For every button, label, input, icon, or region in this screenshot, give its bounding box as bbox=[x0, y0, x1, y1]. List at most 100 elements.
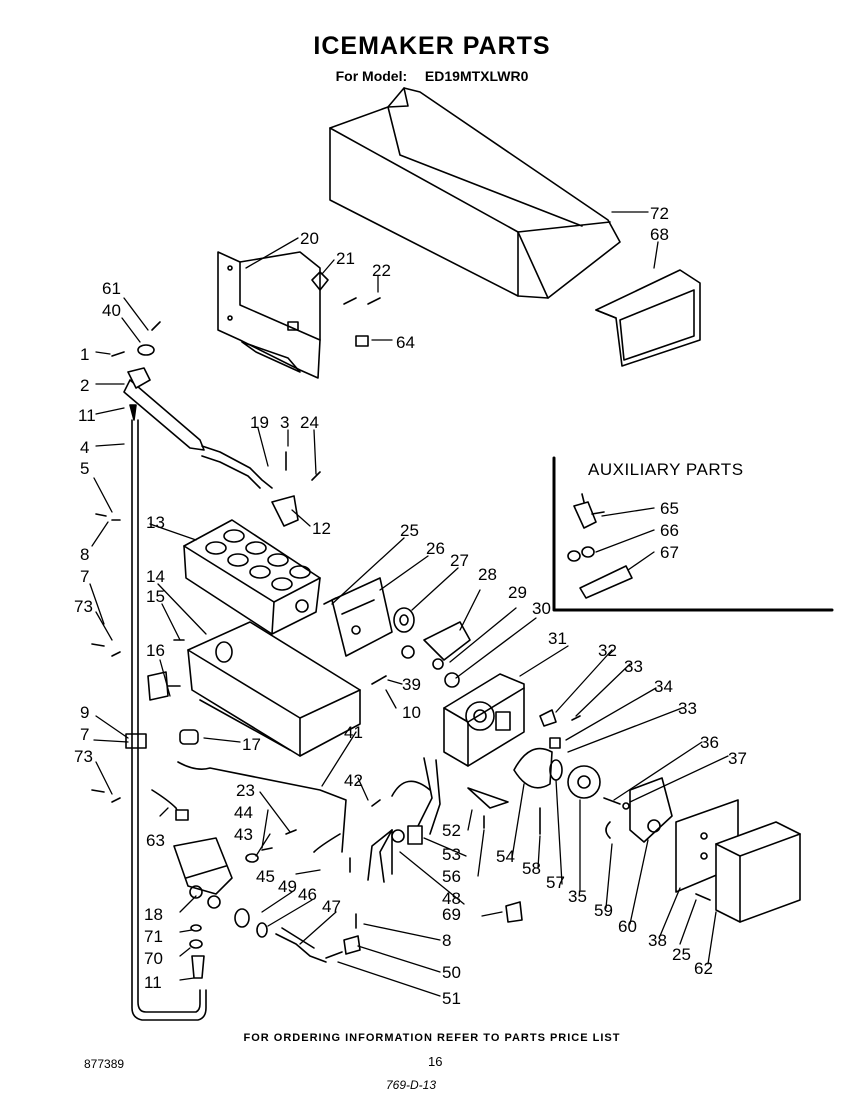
callout-46: 46 bbox=[298, 885, 317, 904]
callout-67: 67 bbox=[660, 543, 679, 562]
handwritten-stamp: 769-D-13 bbox=[386, 1078, 437, 1092]
callout-12: 12 bbox=[312, 519, 331, 538]
callout-33a: 33 bbox=[624, 657, 643, 676]
callout-14: 14 bbox=[146, 567, 165, 586]
callout-11b: 11 bbox=[144, 973, 162, 992]
callout-47: 47 bbox=[322, 897, 341, 916]
callout-57: 57 bbox=[546, 873, 565, 892]
page-number: 16 bbox=[428, 1054, 443, 1069]
callout-69: 69 bbox=[442, 905, 461, 924]
callout-62: 62 bbox=[694, 959, 713, 978]
document-number: 877389 bbox=[84, 1057, 125, 1071]
callout-51: 51 bbox=[442, 989, 461, 1008]
callout-50: 50 bbox=[442, 963, 461, 982]
callout-19: 19 bbox=[250, 413, 269, 432]
callout-52: 52 bbox=[442, 821, 461, 840]
callout-8b: 8 bbox=[442, 931, 451, 950]
callout-45: 45 bbox=[256, 867, 275, 886]
callout-10: 10 bbox=[402, 703, 421, 722]
callout-29: 29 bbox=[508, 583, 527, 602]
callout-58: 58 bbox=[522, 859, 541, 878]
callout-73b: 73 bbox=[74, 747, 93, 766]
callout-54: 54 bbox=[496, 847, 515, 866]
callout-28: 28 bbox=[478, 565, 497, 584]
callout-40: 40 bbox=[102, 301, 121, 320]
model-number: ED19MTXLWR0 bbox=[424, 68, 529, 84]
auxiliary-parts-box bbox=[552, 456, 834, 612]
callout-63: 63 bbox=[146, 831, 165, 850]
callout-53: 53 bbox=[442, 845, 461, 864]
wiring-drawing bbox=[177, 757, 541, 883]
valve-drawing bbox=[91, 513, 523, 979]
model-line: For Model: ED19MTXLWR0 bbox=[0, 68, 864, 84]
callout-66: 66 bbox=[660, 521, 679, 540]
fill-tube-drawing bbox=[111, 321, 321, 1021]
page-title: ICEMAKER PARTS bbox=[313, 32, 551, 60]
callout-15: 15 bbox=[146, 587, 165, 606]
callout-26: 26 bbox=[426, 539, 445, 558]
callout-72: 72 bbox=[650, 204, 669, 223]
callout-27: 27 bbox=[450, 551, 469, 570]
callout-33b: 33 bbox=[678, 699, 697, 718]
housing-drawing bbox=[125, 621, 361, 757]
cover-drawing bbox=[323, 577, 471, 688]
callout-24: 24 bbox=[300, 413, 319, 432]
callout-59: 59 bbox=[594, 901, 613, 920]
callout-25b: 25 bbox=[672, 945, 691, 964]
callout-18: 18 bbox=[144, 905, 163, 924]
callout-68: 68 bbox=[650, 225, 669, 244]
callout-49: 49 bbox=[278, 877, 297, 896]
callout-leaders bbox=[89, 211, 729, 997]
callout-20: 20 bbox=[300, 229, 319, 248]
callout-42: 42 bbox=[344, 771, 363, 790]
callout-48: 48 bbox=[442, 889, 461, 908]
callout-64: 64 bbox=[396, 333, 415, 352]
motor-housing-drawing bbox=[443, 673, 801, 923]
callout-1: 1 bbox=[80, 345, 89, 364]
callout-39: 39 bbox=[402, 675, 421, 694]
callout-22: 22 bbox=[372, 261, 391, 280]
callout-23: 23 bbox=[236, 781, 255, 800]
callout-8: 8 bbox=[80, 545, 89, 564]
callout-73: 73 bbox=[74, 597, 93, 616]
callout-labels: 72 68 20 21 22 64 61 40 1 2 11 4 5 8 7 7… bbox=[74, 204, 747, 1008]
callout-5: 5 bbox=[80, 459, 89, 478]
callout-44: 44 bbox=[234, 803, 253, 822]
callout-9: 9 bbox=[80, 703, 89, 722]
callout-7b: 7 bbox=[80, 725, 89, 744]
ice-bin-drawing bbox=[329, 87, 621, 299]
ordering-info: FOR ORDERING INFORMATION REFER TO PARTS … bbox=[243, 1032, 621, 1044]
bin-front-drawing bbox=[595, 269, 701, 367]
callout-11: 11 bbox=[78, 406, 96, 425]
callout-30: 30 bbox=[532, 599, 551, 618]
callout-71: 71 bbox=[144, 927, 163, 946]
callout-41: 41 bbox=[344, 723, 363, 742]
callout-16: 16 bbox=[146, 641, 165, 660]
bracket-drawing bbox=[217, 251, 381, 379]
callout-3: 3 bbox=[280, 413, 289, 432]
callout-61: 61 bbox=[102, 279, 121, 298]
model-label: For Model: bbox=[335, 68, 408, 84]
callout-32: 32 bbox=[598, 641, 617, 660]
callout-31: 31 bbox=[548, 629, 567, 648]
callout-43: 43 bbox=[234, 825, 253, 844]
mold-drawing bbox=[183, 519, 321, 635]
callout-25: 25 bbox=[400, 521, 419, 540]
callout-34: 34 bbox=[654, 677, 673, 696]
callout-56: 56 bbox=[442, 867, 461, 886]
callout-37: 37 bbox=[728, 749, 747, 768]
callout-38: 38 bbox=[648, 931, 667, 950]
callout-35: 35 bbox=[568, 887, 587, 906]
callout-70: 70 bbox=[144, 949, 163, 968]
callout-17: 17 bbox=[242, 735, 261, 754]
callout-4: 4 bbox=[80, 438, 89, 457]
callout-2: 2 bbox=[80, 376, 89, 395]
auxiliary-parts-title: AUXILIARY PARTS bbox=[588, 460, 744, 479]
callout-13: 13 bbox=[146, 513, 165, 532]
callout-36: 36 bbox=[700, 733, 719, 752]
callout-65: 65 bbox=[660, 499, 679, 518]
callout-21: 21 bbox=[336, 249, 355, 268]
callout-60: 60 bbox=[618, 917, 637, 936]
